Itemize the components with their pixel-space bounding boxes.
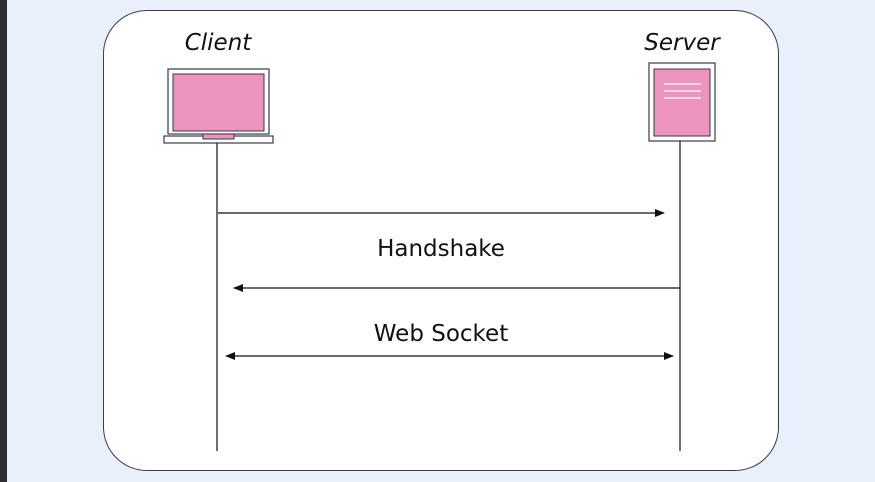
server-document-icon — [648, 62, 716, 142]
client-label: Client — [184, 30, 252, 56]
handshake-label: Handshake — [377, 236, 505, 262]
laptop-icon — [163, 68, 274, 144]
web-socket-label: Web Socket — [373, 321, 509, 347]
server-label: Server — [644, 30, 720, 56]
left-window-edge — [0, 0, 7, 482]
